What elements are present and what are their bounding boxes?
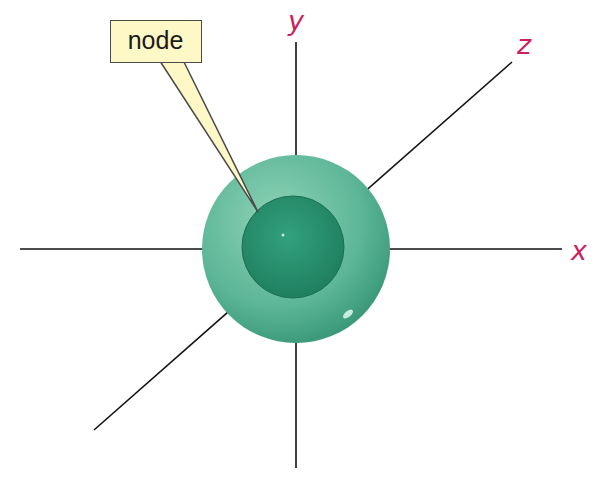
- callout-box: node: [110, 20, 202, 63]
- axis-label: x: [571, 237, 587, 264]
- callout-pointer: [158, 58, 258, 212]
- axis-label: z: [517, 31, 531, 58]
- z-axis: [94, 62, 512, 430]
- outer-sphere: [202, 155, 390, 343]
- highlight: [341, 308, 354, 320]
- callout-text: node: [128, 27, 185, 55]
- axis-label: y: [288, 7, 304, 34]
- highlight: [282, 234, 285, 237]
